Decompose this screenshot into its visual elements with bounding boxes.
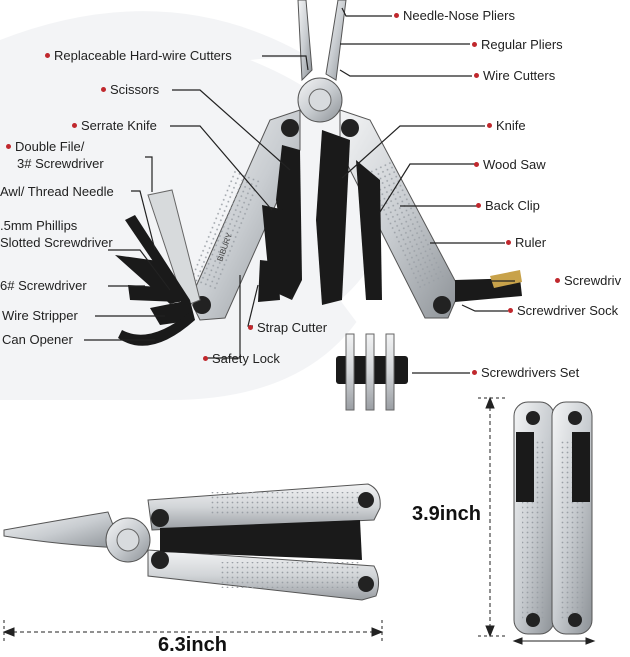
label-safety-lock: Safety Lock xyxy=(203,351,280,366)
bullet-dot xyxy=(6,144,11,150)
label-text: Regular Pliers xyxy=(481,37,563,52)
label-text: .5mm Phillips xyxy=(0,218,78,233)
label-serrate-knife: Serrate Knife xyxy=(72,118,157,133)
label-text: 6# Screwdriver xyxy=(0,278,87,293)
screwdriver-bit xyxy=(490,270,522,288)
label-text: Scissors xyxy=(110,82,160,97)
label-text: Needle-Nose Pliers xyxy=(403,8,515,23)
label-text: Safety Lock xyxy=(212,351,280,366)
label-text: Screwdriver Sock xyxy=(517,303,619,318)
label-awl: Awl/ Thread Needle xyxy=(0,184,114,199)
bullet-dot xyxy=(508,308,513,314)
label-text: Knife xyxy=(496,118,526,133)
dimension-lines xyxy=(2,396,596,645)
label-screwdriver-right: Screwdriv xyxy=(555,273,621,288)
label-slotted: Slotted Screwdriver xyxy=(0,235,113,250)
bullet-dot xyxy=(394,13,399,19)
label-can-opener: Can Opener xyxy=(2,332,73,347)
label-screwdriver-6: 6# Screwdriver xyxy=(0,278,87,293)
label-wire-cutters: Wire Cutters xyxy=(474,68,555,83)
label-double-file: Double File/ xyxy=(6,139,84,154)
screwdrivers-set-image xyxy=(336,333,408,411)
closed-multitool-front xyxy=(513,401,593,635)
height-dimension-label: 3.9inch xyxy=(412,503,481,525)
label-text: Strap Cutter xyxy=(257,320,328,335)
label-strap-cutter: Strap Cutter xyxy=(248,320,327,335)
bullet-dot xyxy=(474,162,479,168)
bullet-dot xyxy=(72,123,77,129)
label-text: Double File/ xyxy=(15,139,85,154)
label-text: Screwdriv xyxy=(564,273,622,288)
label-ruler: Ruler xyxy=(506,235,546,250)
closed-needle-nose-jaws xyxy=(3,511,123,549)
bullet-dot xyxy=(472,370,477,376)
bullet-dot xyxy=(203,356,208,362)
scissors-blade xyxy=(276,145,302,300)
label-text: Serrate Knife xyxy=(81,118,157,133)
label-text: 3# Screwdriver xyxy=(17,156,104,171)
label-knife: Knife xyxy=(487,118,526,133)
label-text: Replaceable Hard-wire Cutters xyxy=(54,48,232,63)
bullet-dot xyxy=(472,42,477,48)
bullet-dot xyxy=(45,53,50,59)
strap-cutter-blade xyxy=(258,260,280,302)
label-text: Back Clip xyxy=(485,198,540,213)
label-screwdriver-socket: Screwdriver Sock xyxy=(508,303,618,318)
double-file-tool xyxy=(147,189,201,307)
label-scissors: Scissors xyxy=(101,82,159,97)
label-needle-nose-pliers: Needle-Nose Pliers xyxy=(394,8,515,23)
label-screwdrivers-set: Screwdrivers Set xyxy=(472,365,579,380)
label-wood-saw: Wood Saw xyxy=(474,157,546,172)
needle-nose-pliers-jaw-right xyxy=(325,0,347,81)
pivot-screw xyxy=(281,119,299,137)
wood-saw-blade xyxy=(356,160,382,300)
closed-multitool-side xyxy=(3,483,381,601)
needle-nose-pliers-jaw xyxy=(297,0,313,82)
bullet-dot xyxy=(555,278,560,284)
label-text: Slotted Screwdriver xyxy=(0,235,113,250)
label-text: Screwdrivers Set xyxy=(481,365,580,380)
bullet-dot xyxy=(487,123,492,129)
bullet-dot xyxy=(474,73,479,79)
label-regular-pliers: Regular Pliers xyxy=(472,37,563,52)
bullet-dot xyxy=(476,203,481,209)
label-back-clip: Back Clip xyxy=(476,198,540,213)
bullet-dot xyxy=(248,325,253,331)
label-text: Awl/ Thread Needle xyxy=(0,184,114,199)
bullet-dot xyxy=(506,240,511,246)
bullet-dot xyxy=(101,87,106,93)
label-text: Wire Cutters xyxy=(483,68,556,83)
knife-blade xyxy=(316,130,350,305)
screwdriver-6-tool xyxy=(128,285,180,302)
label-text: Ruler xyxy=(515,235,547,250)
width-dimension-label: 6.3inch xyxy=(158,634,227,656)
can-opener-tool xyxy=(118,312,195,346)
label-text: Wood Saw xyxy=(483,157,546,172)
label-hard-wire-cutters: Replaceable Hard-wire Cutters xyxy=(45,48,232,63)
label-text: Can Opener xyxy=(2,332,73,347)
leader-lines xyxy=(84,7,515,374)
label-wire-stripper: Wire Stripper xyxy=(2,308,78,323)
label-screwdriver-3: 3# Screwdriver xyxy=(17,156,104,171)
open-multitool: BIBURY xyxy=(115,0,522,346)
label-phillips: .5mm Phillips xyxy=(0,218,77,233)
label-text: Wire Stripper xyxy=(2,308,78,323)
